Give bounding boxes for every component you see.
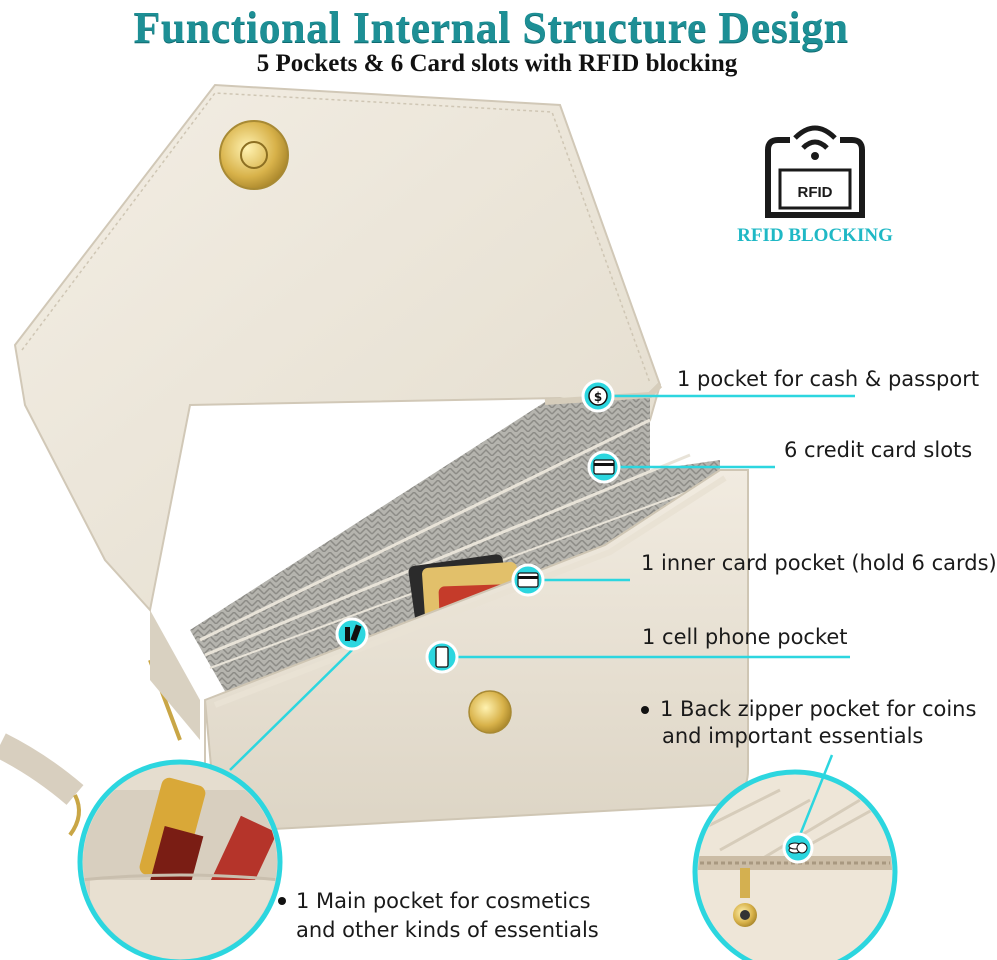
front-snap-icon xyxy=(468,690,512,734)
feature-back-zipper-line1: 1 Back zipper pocket for coins xyxy=(660,697,977,721)
rfid-icon: RFID xyxy=(765,125,865,218)
card-pocket-icon xyxy=(511,563,545,597)
magnet-snap-icon xyxy=(219,120,289,190)
bullet-icon xyxy=(641,706,649,714)
phone-icon xyxy=(425,640,459,674)
svg-text:$: $ xyxy=(594,390,602,404)
feature-main-pocket-line1: 1 Main pocket for cosmetics xyxy=(296,889,591,913)
cosmetics-icon xyxy=(335,617,369,651)
callout-lines xyxy=(229,394,855,836)
feature-main-pocket-line2: and other kinds of essentials xyxy=(296,918,599,942)
rfid-caption: RFID BLOCKING xyxy=(737,225,893,246)
feature-inner-card-pocket: 1 inner card pocket (hold 6 cards) xyxy=(641,551,997,575)
feature-card-slots: 6 credit card slots xyxy=(784,438,973,462)
bullet-icon xyxy=(278,897,286,905)
rfid-icon-label: RFID xyxy=(798,184,833,201)
feature-cash-pocket: 1 pocket for cash & passport xyxy=(677,367,980,391)
feature-back-zipper-line2: and important essentials xyxy=(662,724,924,748)
coins-icon xyxy=(782,832,814,864)
credit-card-icon xyxy=(587,450,621,484)
page-subtitle: 5 Pockets & 6 Card slots with RFID block… xyxy=(256,50,738,77)
zipper-pull-icon xyxy=(740,868,750,898)
feature-cell-phone-pocket: 1 cell phone pocket xyxy=(642,625,848,649)
wrist-strap xyxy=(0,733,84,805)
page-title: Functional Internal Structure Design xyxy=(133,3,849,52)
cash-icon: $ xyxy=(581,379,615,413)
